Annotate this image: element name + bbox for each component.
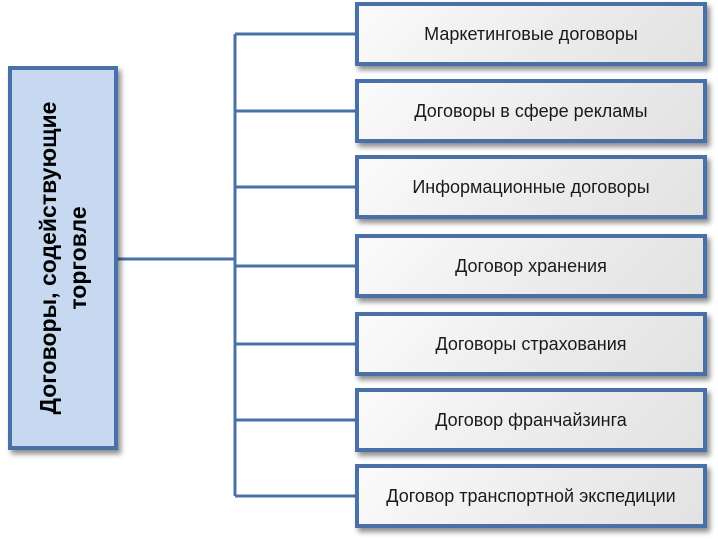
- node-label: Договор хранения: [455, 255, 607, 276]
- node-marketing-contracts: Маркетинговые договоры: [355, 2, 707, 66]
- node-freight-forwarding-contract: Договор транспортной экспедиции: [355, 464, 707, 528]
- root-node-label: Договоры, содействующие торговле: [35, 101, 91, 415]
- node-label: Маркетинговые договоры: [424, 23, 638, 44]
- node-label: Договор транспортной экспедиции: [386, 485, 676, 506]
- node-label: Договоры страхования: [435, 333, 627, 354]
- node-label: Договор франчайзинга: [435, 409, 627, 430]
- node-franchising-contract: Договор франчайзинга: [355, 388, 707, 452]
- node-insurance-contracts: Договоры страхования: [355, 312, 707, 376]
- node-information-contracts: Информационные договоры: [355, 155, 707, 219]
- node-label: Информационные договоры: [412, 176, 650, 197]
- root-node: Договоры, содействующие торговле: [8, 66, 118, 450]
- node-advertising-contracts: Договоры в сфере рекламы: [355, 79, 707, 143]
- node-label: Договоры в сфере рекламы: [414, 100, 648, 121]
- node-storage-contract: Договор хранения: [355, 234, 707, 298]
